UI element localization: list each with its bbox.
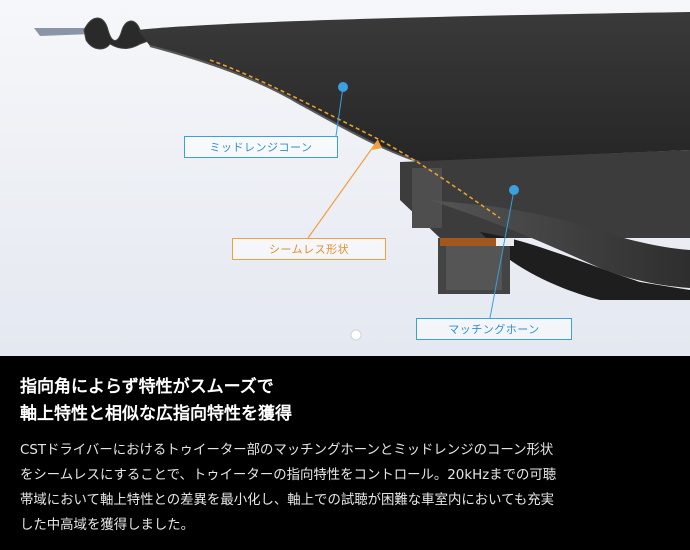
body-paragraph: CSTドライバーにおけるトゥイーター部のマッチングホーンとミッドレンジのコーン形…: [20, 438, 670, 538]
body-line-4: した中高域を獲得しました。: [20, 518, 195, 533]
speaker-cross-section-figure: ミッドレンジコーン シームレス形状 マッチングホーン: [0, 0, 690, 356]
matching-horn-leader: [489, 189, 515, 319]
callout-seamless-shape: シームレス形状: [232, 238, 386, 260]
seamless-dashed-line: [209, 59, 501, 219]
description-panel: 指向角によらず特性がスムーズで 軸上特性と相似な広指向特性を獲得 CSTドライバ…: [0, 356, 690, 550]
body-line-1: CSTドライバーにおけるトゥイーター部のマッチングホーンとミッドレンジのコーン形…: [20, 443, 554, 458]
body-line-3: 帯域において軸上特性との差異を最小化し、軸上での試聴が困難な車室内においても充実: [20, 493, 555, 508]
voice-coil-copper: [440, 238, 500, 246]
basket-inner-left: [412, 168, 442, 228]
seamless-leader: [307, 139, 379, 239]
midrange-cone-shape: [138, 12, 690, 162]
pole-piece-inner: [446, 246, 502, 290]
headline: 指向角によらず特性がスムーズで 軸上特性と相似な広指向特性を獲得: [20, 374, 670, 428]
carousel-dot[interactable]: [350, 329, 362, 341]
frame-edge: [34, 28, 92, 36]
callout-midrange-cone: ミッドレンジコーン: [184, 136, 338, 158]
voice-coil-gap: [496, 238, 514, 246]
basket-block: [400, 150, 690, 238]
callout-matching-horn: マッチングホーン: [416, 318, 572, 340]
surround-roll: [83, 17, 158, 50]
headline-line-2: 軸上特性と相似な広指向特性を獲得: [20, 404, 292, 424]
seamless-arrowhead: [372, 140, 382, 150]
midrange-cone-leader: [335, 86, 344, 137]
headline-line-1: 指向角によらず特性がスムーズで: [20, 377, 274, 397]
tweeter-dome: [480, 232, 690, 300]
speaker-cross-section-illustration: [0, 0, 690, 356]
body-line-2: をシームレスにすることで、トゥイーターの指向特性をコントロール。20kHzまでの…: [20, 468, 557, 483]
matching-horn-shape: [430, 200, 690, 288]
